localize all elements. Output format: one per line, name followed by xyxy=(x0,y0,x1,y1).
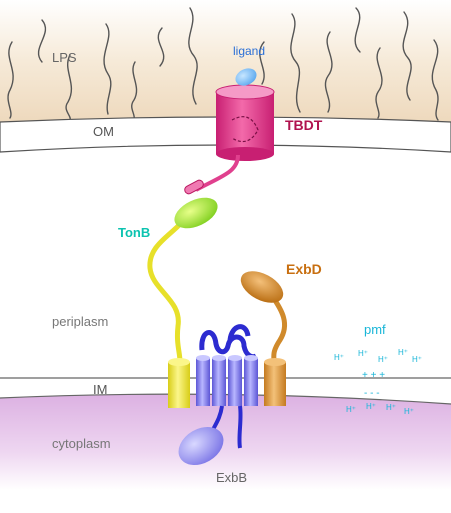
exbd-protein xyxy=(240,271,287,406)
proton-marker: H⁺ xyxy=(334,353,344,362)
label-om: OM xyxy=(93,124,114,139)
proton-marker: H⁺ xyxy=(346,405,356,414)
label-exbd: ExbD xyxy=(286,261,322,277)
proton-marker: H⁺ xyxy=(412,355,422,364)
label-periplasm: periplasm xyxy=(52,314,108,329)
tonb-protein xyxy=(147,197,218,408)
label-exbb: ExbB xyxy=(216,470,247,485)
pmf-ions: H⁺ H⁺ H⁺ H⁺ H⁺ + + + - - - H⁺ H⁺ H⁺ H⁺ xyxy=(334,348,422,416)
diagram-labels: LPS ligand OM TBDT TonB ExbD periplasm p… xyxy=(52,44,386,485)
label-tbdt: TBDT xyxy=(285,117,323,133)
proton-marker: H⁺ xyxy=(398,348,408,357)
label-tonb: TonB xyxy=(118,225,150,240)
label-ligand: ligand xyxy=(233,44,265,58)
label-lps: LPS xyxy=(52,50,77,65)
exbb-protein xyxy=(178,324,258,465)
proton-marker: H⁺ xyxy=(378,355,388,364)
ligand-molecule xyxy=(235,68,257,86)
proton-marker: H⁺ xyxy=(366,402,376,411)
charge-plus: + + + xyxy=(362,370,385,381)
label-im: IM xyxy=(93,382,107,397)
proton-marker: H⁺ xyxy=(404,407,414,416)
proton-marker: H⁺ xyxy=(386,403,396,412)
label-cytoplasm: cytoplasm xyxy=(52,436,111,451)
label-pmf: pmf xyxy=(364,322,386,337)
lps-layer xyxy=(0,0,451,122)
proton-marker: H⁺ xyxy=(358,349,368,358)
tbdt-barrel xyxy=(184,84,275,195)
charge-minus: - - - xyxy=(364,388,380,399)
